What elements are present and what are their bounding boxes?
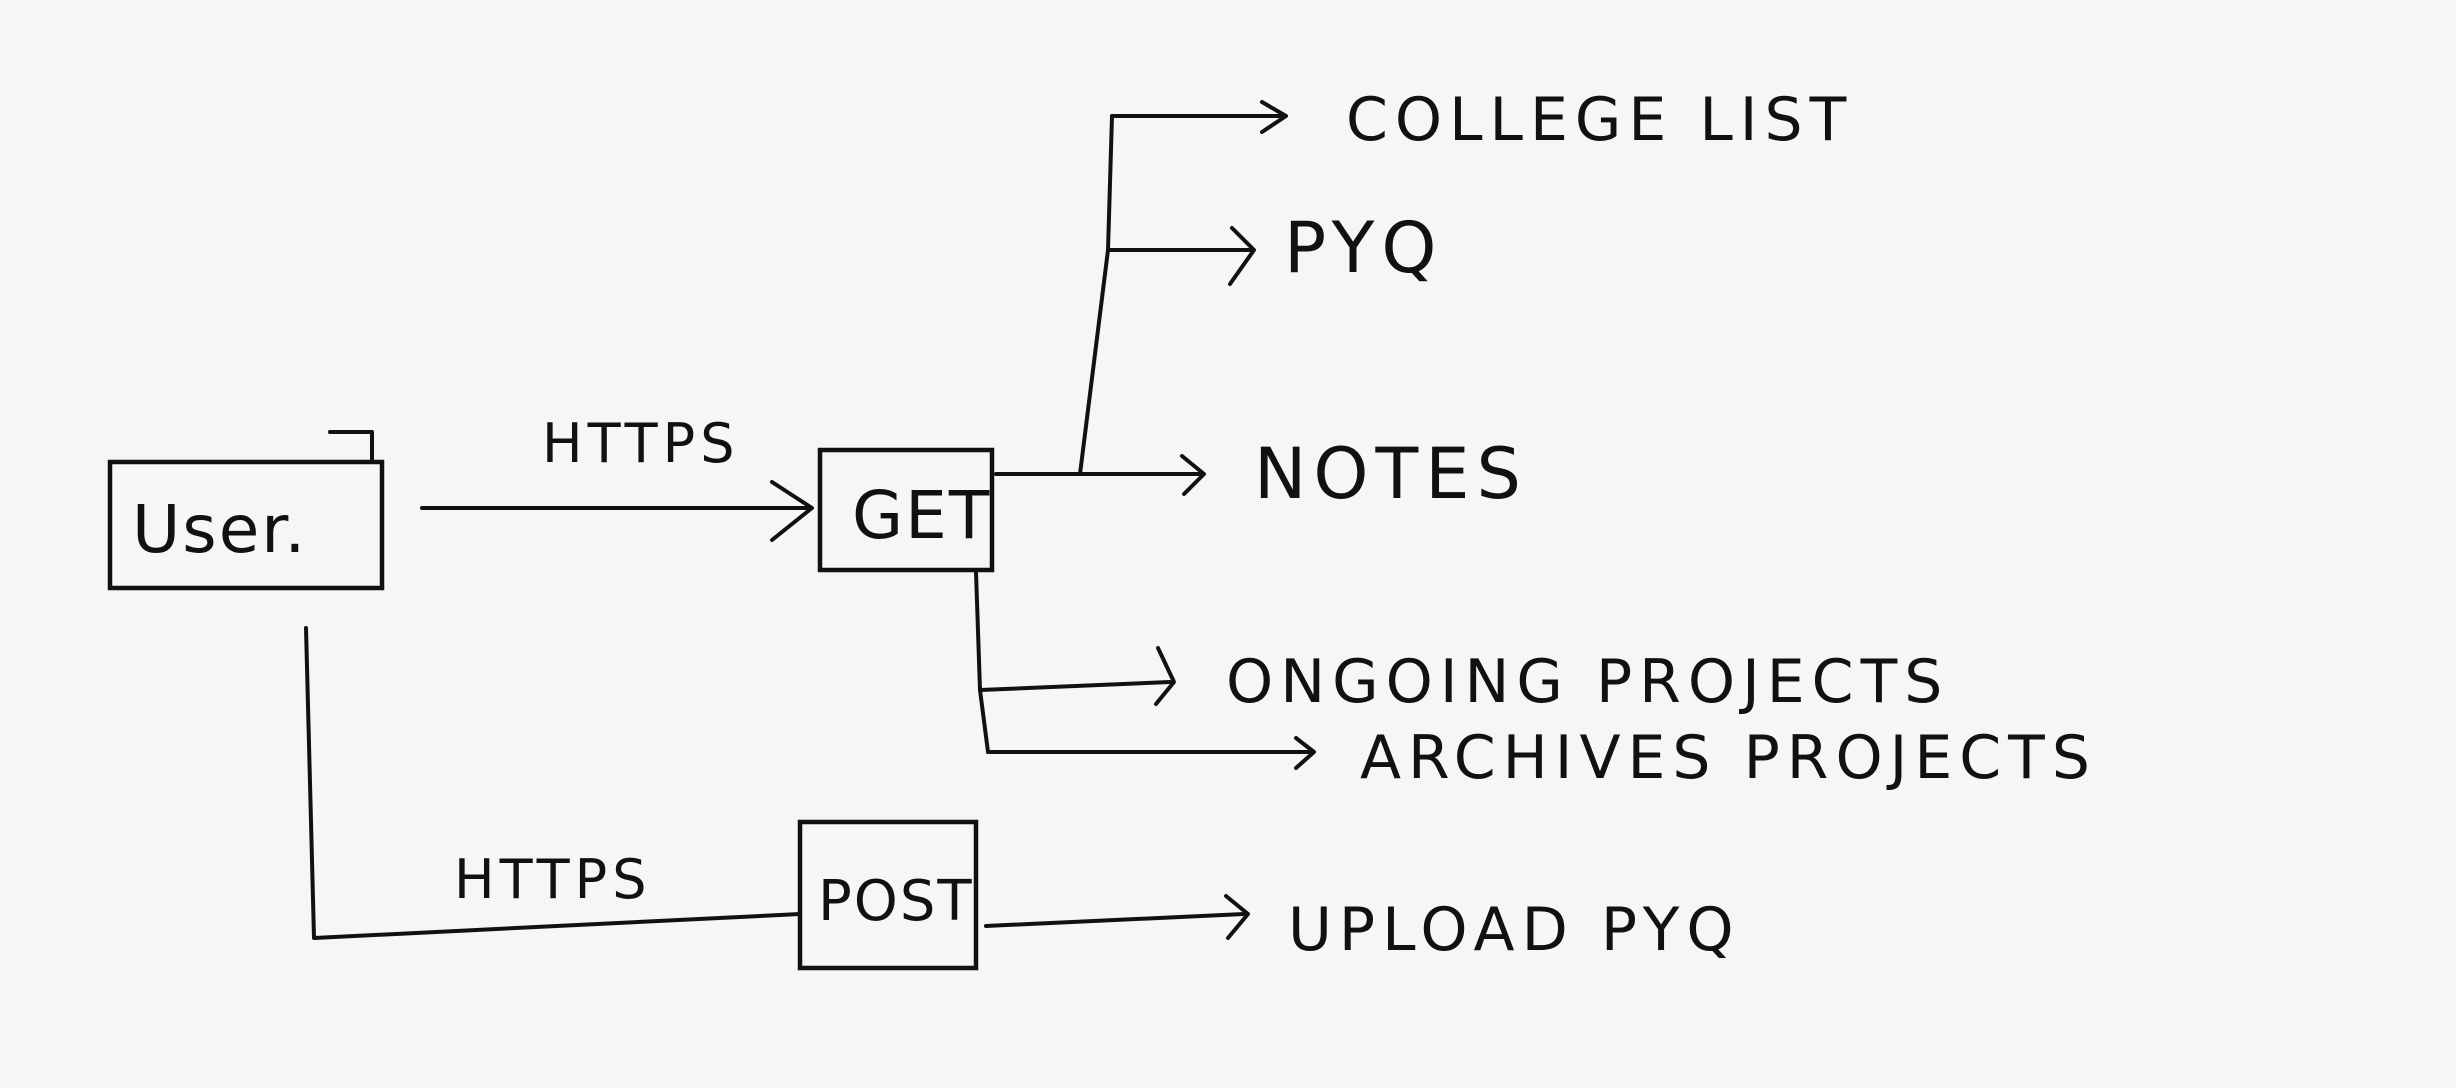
- post-label: POST: [818, 869, 974, 934]
- get-box: [817, 447, 995, 573]
- get-label: GET: [852, 477, 991, 554]
- endpoint-college-list: COLLEGE LIST: [1346, 85, 1853, 155]
- branch-upload-pyq-line: [984, 912, 1246, 928]
- edge-user-post-line: [304, 626, 802, 940]
- endpoint-pyq: PYQ: [1284, 207, 1444, 289]
- branch-upload-pyq-arrowhead: [1224, 894, 1250, 940]
- get-lower-branches: [974, 570, 1316, 770]
- user-label: User.: [132, 491, 307, 568]
- edge-user-get-label: HTTPS: [542, 412, 739, 475]
- branch-college-list-arrowhead: [1260, 100, 1288, 134]
- user-node: User.: [107, 430, 385, 591]
- endpoint-notes: NOTES: [1254, 433, 1528, 515]
- user-box: [107, 459, 385, 591]
- user-box-corner-mark: [328, 430, 374, 464]
- branch-pyq-arrowhead: [1228, 226, 1256, 286]
- get-upper-trunk: [994, 114, 1114, 476]
- get-lower-trunk: [974, 570, 990, 754]
- post-box: [797, 819, 979, 971]
- endpoint-archives-projects: ARCHIVES PROJECTS: [1360, 723, 2097, 793]
- get-node: GET: [817, 447, 995, 573]
- edge-user-get-arrowhead: [770, 480, 814, 542]
- branch-ongoing-projects-arrowhead: [1154, 646, 1176, 706]
- post-branch: [984, 894, 1250, 940]
- edge-user-to-post: HTTPS: [304, 626, 802, 940]
- endpoint-ongoing-projects: ONGOING PROJECTS: [1226, 647, 1949, 717]
- edge-user-post-label: HTTPS: [454, 848, 651, 911]
- edge-user-to-get: HTTPS: [420, 412, 814, 542]
- get-upper-branches: [994, 100, 1288, 496]
- branch-archives-projects-arrowhead: [1294, 736, 1316, 770]
- endpoint-upload-pyq: UPLOAD PYQ: [1288, 895, 1741, 965]
- post-node: POST: [797, 819, 979, 971]
- branch-ongoing-projects-line: [978, 680, 1172, 692]
- branch-notes-arrowhead: [1180, 454, 1206, 496]
